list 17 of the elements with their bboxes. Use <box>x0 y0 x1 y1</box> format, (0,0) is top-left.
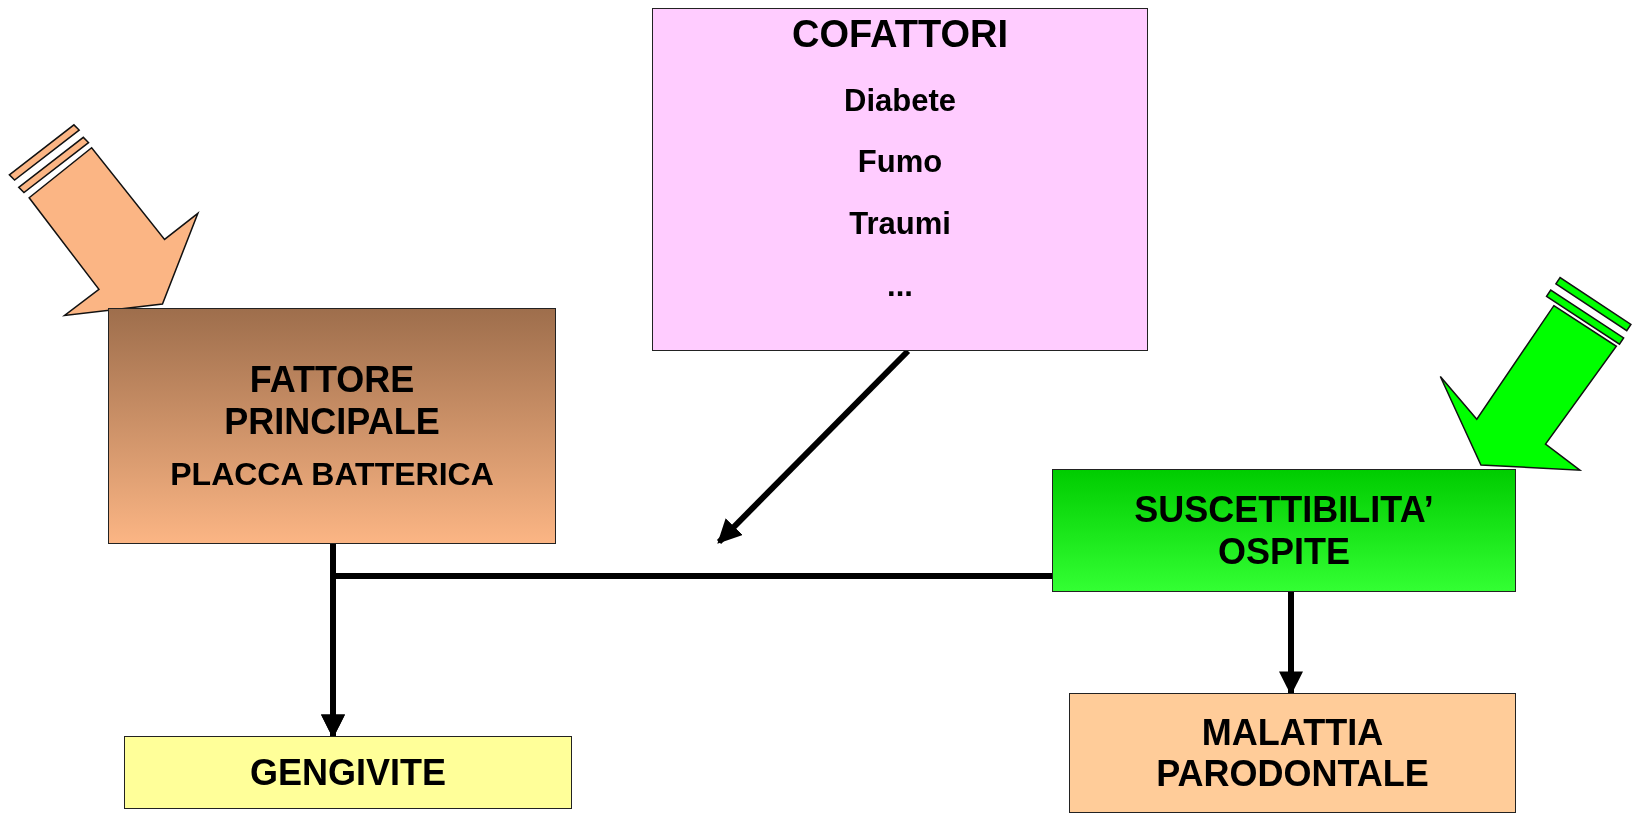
box-heading: MALATTIA PARODONTALE <box>1155 711 1430 795</box>
box-text: Diabete <box>844 82 956 119</box>
process-box <box>652 8 1148 351</box>
box-text: PLACCA BATTERICA <box>170 456 494 493</box>
process-box <box>1052 469 1516 592</box>
process-box <box>1069 693 1516 813</box>
box-text: Fumo <box>857 144 943 180</box>
box-heading: SUSCETTIBILITA’ OSPITE <box>1133 489 1435 572</box>
box-heading: GENGIVITE <box>250 751 446 794</box>
box-text: Traumi <box>849 205 951 242</box>
block-arrow <box>8 123 200 317</box>
process-box <box>124 736 572 809</box>
box-heading: FATTORE PRINCIPALE <box>223 359 441 442</box>
block-arrow <box>1439 276 1632 472</box>
box-text: ... <box>887 267 913 304</box>
process-box <box>108 308 556 544</box>
box-heading: COFATTORI <box>791 13 1008 57</box>
